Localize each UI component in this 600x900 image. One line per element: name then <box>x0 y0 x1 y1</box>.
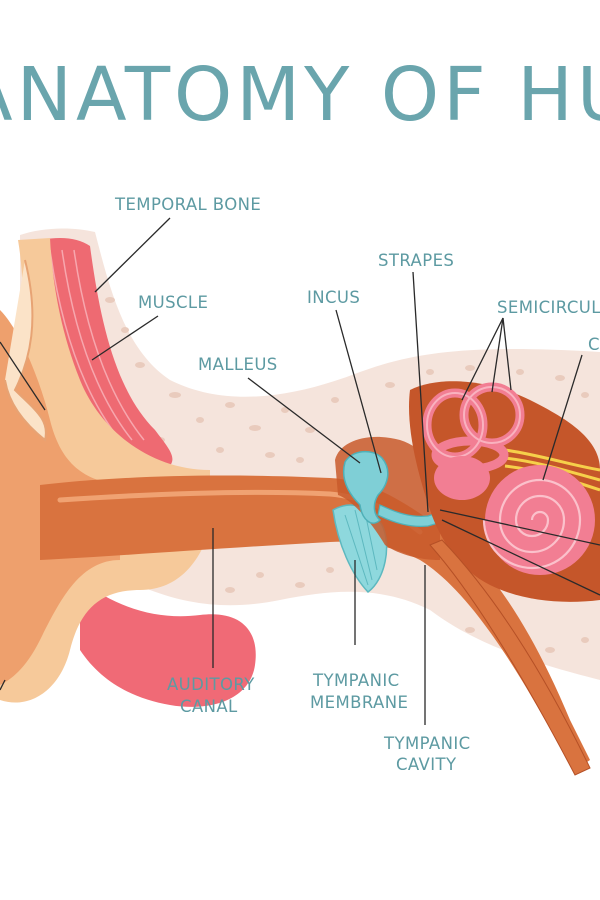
leader-lines <box>0 217 600 725</box>
label-cochlea: COCHLEA <box>588 335 600 354</box>
label-tympanic-cavity-line1: TYMPANIC <box>383 734 471 753</box>
muscle-fibers <box>49 249 145 441</box>
cochlea-spiral <box>482 478 582 570</box>
cochlea-shape <box>485 465 595 575</box>
bone-spots <box>105 297 589 653</box>
label-incus: INCUS <box>307 288 360 307</box>
label-muscle: MUSCLE <box>138 293 208 312</box>
membrane-lines <box>344 509 378 586</box>
muscle <box>40 238 173 470</box>
malleus-incus <box>343 450 389 524</box>
label-malleus: MALLEUS <box>198 355 278 374</box>
label-auditory-canal-line1: AUDITORY <box>167 675 255 694</box>
label-temporal-bone: TEMPORAL BONE <box>114 195 261 214</box>
label-strapes: STRAPES <box>378 251 454 270</box>
eustachian-tube <box>429 539 591 776</box>
label-auditory-canal-line2: CANAL <box>180 697 238 716</box>
label-tympanic-cavity-line2: CAVITY <box>396 755 457 774</box>
lower-skin <box>80 580 256 707</box>
label-semicircular: SEMICIRCULAR <box>497 298 600 317</box>
vestibule <box>434 456 490 500</box>
label-tympanic-membrane-line1: TYMPANIC <box>312 671 400 690</box>
label-tympanic-membrane-line2: MEMBRANE <box>310 693 408 712</box>
diagram-title: ANATOMY OF HUMAN EAR <box>0 52 600 138</box>
pinna-fold <box>4 259 47 442</box>
